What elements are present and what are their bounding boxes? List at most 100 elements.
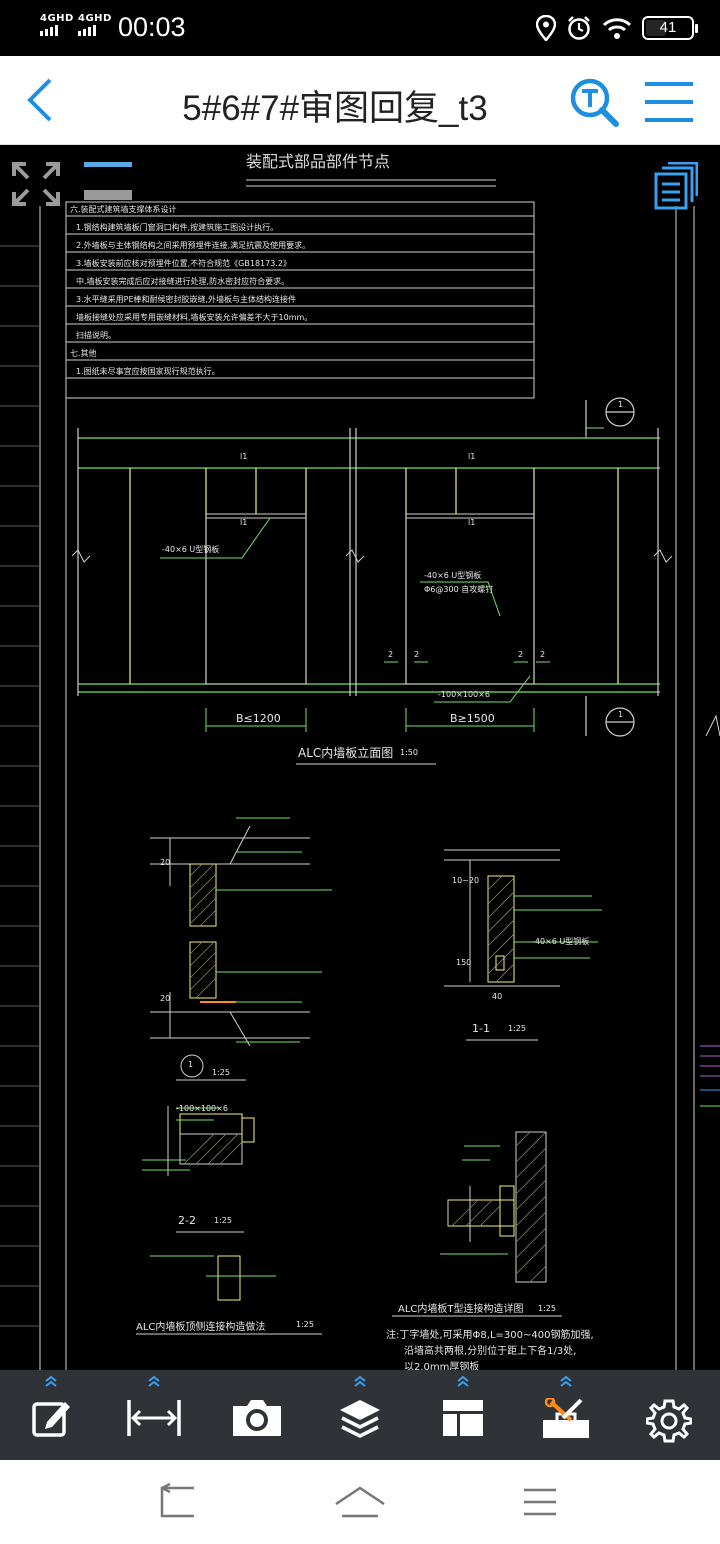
detail-11-bolt [495,955,505,971]
nav-back-button[interactable] [150,1482,210,1522]
note-line-10: 1.图纸未尽事宜应按国家现行规范执行。 [76,367,220,376]
signal-label-2: 4GHD [78,13,112,24]
detail-1 [150,825,310,1047]
label-dim-1020: 10~20 [452,876,480,885]
note-line-2: 1.钢结构建筑墙板门窗洞口构件,按建筑施工图设计执行。 [76,223,279,232]
label-u-steel-2: -40×6 U型钢板 [424,571,482,580]
annotate-tool-button[interactable] [0,1370,103,1460]
menu-button[interactable] [642,78,696,126]
label-section-1-bottom: 1 [618,710,624,719]
text-search-button[interactable] [566,74,622,130]
layout-tool-button[interactable] [411,1370,514,1460]
nav-recents-button[interactable] [510,1482,570,1522]
page-title: 5#6#7#审图回复_t3 [182,89,488,128]
detail-22 [167,1106,255,1176]
section-markers [585,397,635,737]
nav-home-button[interactable] [330,1482,390,1522]
signal-indicator-1: 4GHD [40,13,74,37]
label-section-2c: 2 [518,650,524,659]
note-line-3: 2.外墙板与主体钢结构之间采用预埋件连接,满足抗震及使用要求。 [76,241,311,250]
label-detail-1-scale: 1:25 [212,1068,230,1077]
expand-icon [12,162,60,206]
label-b-le: B≤1200 [236,712,281,725]
label-view-title: ALC内墙板立面图 [298,746,394,760]
elevation-columns [77,428,659,696]
label-section-22: 2-2 [178,1214,196,1227]
right-edge-fragment [700,714,720,1107]
label-detail-1-num: 1 [188,1060,194,1069]
label-detail-title-2-scale: 1:25 [296,1320,314,1329]
left-strip-rows [0,245,40,1327]
opening-frames [205,513,535,685]
double-chevron-up-icon [457,1375,469,1387]
label-section-2a: 2 [388,650,394,659]
signal-bars-icon [78,25,112,37]
fullscreen-button[interactable] [10,160,62,208]
signal-label-1: 4GHD [40,13,74,24]
battery-level: 41 [659,19,677,36]
menu-icon [645,82,693,122]
stacked-pages-icon [654,162,698,210]
break-symbols [71,549,673,563]
home-icon [335,1486,385,1518]
return-icon [160,1482,194,1518]
label-scale-50: 1:50 [400,748,418,757]
dimension-lines [205,661,550,732]
signal-indicator-2: 4GHD [78,13,112,37]
label-section-22-scale: 1:25 [214,1216,232,1225]
label-l1-b: l1 [468,452,476,461]
back-button[interactable] [20,76,64,124]
measure-icon [127,1400,182,1436]
label-l1-d: l1 [468,518,476,527]
label-note-t: 注:丁字墙处,可采用Φ8,L=300~400钢筋加强, [386,1330,594,1341]
battery-indicator: 41 [642,16,698,40]
cad-drawing [0,179,720,1370]
double-chevron-up-icon [560,1375,572,1387]
detail-11-hatch [487,875,515,983]
drawing-canvas[interactable]: 装配式部品部件节点 六.装配式建筑墙支撑体系设计 1.钢结构建筑墙板门窗洞口构件… [0,146,720,1370]
label-section-2b: 2 [414,650,420,659]
detail-t-leaders [440,1145,508,1255]
app-header: 5#6#7#审图回复_t3 [0,56,720,145]
label-section-11: 1-1 [472,1022,490,1035]
screenshot-tool-button[interactable] [206,1370,309,1460]
layers-tool-button[interactable] [309,1370,412,1460]
detail-t-hatch [451,1131,547,1283]
label-dim-40: 40 [492,992,503,1001]
signal-bars-icon [40,25,74,37]
note-line-8: 扫描说明。 [76,331,116,340]
label-detail-title-2: ALC内墙板顶侧连接构造做法 [136,1322,266,1333]
label-plate: -100×100×6 [438,690,490,699]
zoom-indicator [84,162,132,200]
detail-11-leaders [514,895,602,959]
leader-lines [160,427,604,703]
label-dim-20-b: 20 [160,994,171,1003]
wifi-icon [602,18,632,39]
text-search-icon [570,78,619,127]
label-u-steel-3: -40×6 U型钢板 [532,937,590,946]
note-line-1: 六.装配式建筑墙支撑体系设计 [70,205,177,214]
label-b-ge: B≥1500 [450,712,495,725]
label-dim-20-a: 20 [160,858,171,867]
note-line-5: 中.墙板安装完成后应对接缝进行处理,防水密封应符合要求。 [76,277,290,286]
chevron-left-icon [27,78,52,122]
tools-button[interactable] [514,1370,617,1460]
status-icons: 41 [536,14,698,42]
label-note-t3: 以2.0mm厚钢板 [404,1362,480,1370]
label-section-11-scale: 1:25 [508,1024,526,1033]
sheet-title: 装配式部品部件节点 [246,152,391,171]
settings-button[interactable] [617,1370,720,1460]
detail-t [447,1131,547,1283]
clock: 00:03 [118,12,186,42]
layout-list-button[interactable] [652,162,698,212]
system-nav-bar [0,1460,720,1544]
double-chevron-up-icon [148,1375,160,1387]
label-dim-150: 150 [456,958,472,967]
detail-11 [444,849,560,987]
notes-table [65,201,535,399]
label-note-t2: 沿墙高共两根,分别位于距上下各1/3处, [404,1346,577,1357]
measure-tool-button[interactable] [103,1370,206,1460]
note-line-4: 3.墙板安装前应核对预埋件位置,不符合规范《GB18173.2》 [76,259,291,268]
label-u-steel-1: -40×6 U型钢板 [162,545,220,554]
note-line-6: 3.水平缝采用PE棒和耐候密封胶嵌缝,外墙板与主体结构连接件 [76,295,297,304]
